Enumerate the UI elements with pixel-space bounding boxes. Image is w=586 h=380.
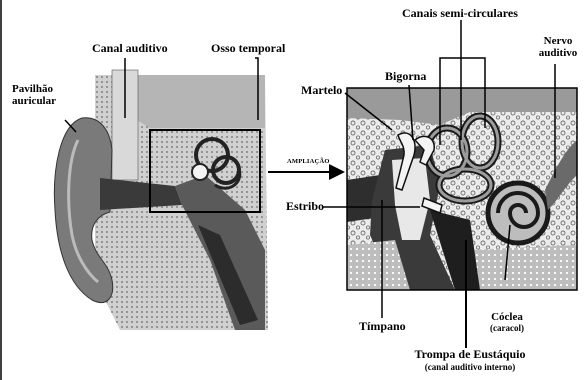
- label-coclea-line2: (caracol): [484, 324, 530, 333]
- label-trompa-eustaquio: Trompa de Eustáquio (canal auditivo inte…: [408, 348, 532, 372]
- label-osso-temporal: Osso temporal: [211, 42, 285, 55]
- label-martelo: Martelo: [301, 84, 342, 97]
- label-nervo-auditivo: Nervo auditivo: [530, 36, 586, 59]
- label-timpano: Tímpano: [359, 320, 406, 333]
- label-coclea: Cóclea (caracol): [484, 312, 530, 333]
- label-canal-auditivo: Canal auditivo: [92, 42, 168, 55]
- label-nervo-line2: auditivo: [530, 48, 586, 60]
- label-trompa-line1: Trompa de Eustáquio: [408, 348, 532, 361]
- pinna: [54, 118, 112, 303]
- temporal-bone-region: [120, 75, 265, 128]
- label-nervo-line1: Nervo: [530, 36, 586, 48]
- mag-lower-right: [470, 245, 577, 290]
- label-trompa-line2: (canal auditivo interno): [408, 363, 532, 372]
- label-pavilhao-line2: auricular: [12, 96, 56, 108]
- label-pavilhao-auricular: Pavilhão auricular: [12, 84, 56, 107]
- outer-ear-section: [54, 70, 268, 330]
- label-estribo: Estribo: [286, 200, 324, 213]
- label-bigorna: Bigorna: [385, 70, 426, 83]
- label-ampliacao: AMPLIAÇÃO: [287, 159, 330, 166]
- cochlea-spiral: [488, 183, 548, 243]
- label-coclea-line1: Cóclea: [484, 312, 530, 324]
- label-canais-semicirculares: Canais semi-circulares: [402, 7, 518, 20]
- label-pavilhao-line1: Pavilhão: [12, 84, 56, 96]
